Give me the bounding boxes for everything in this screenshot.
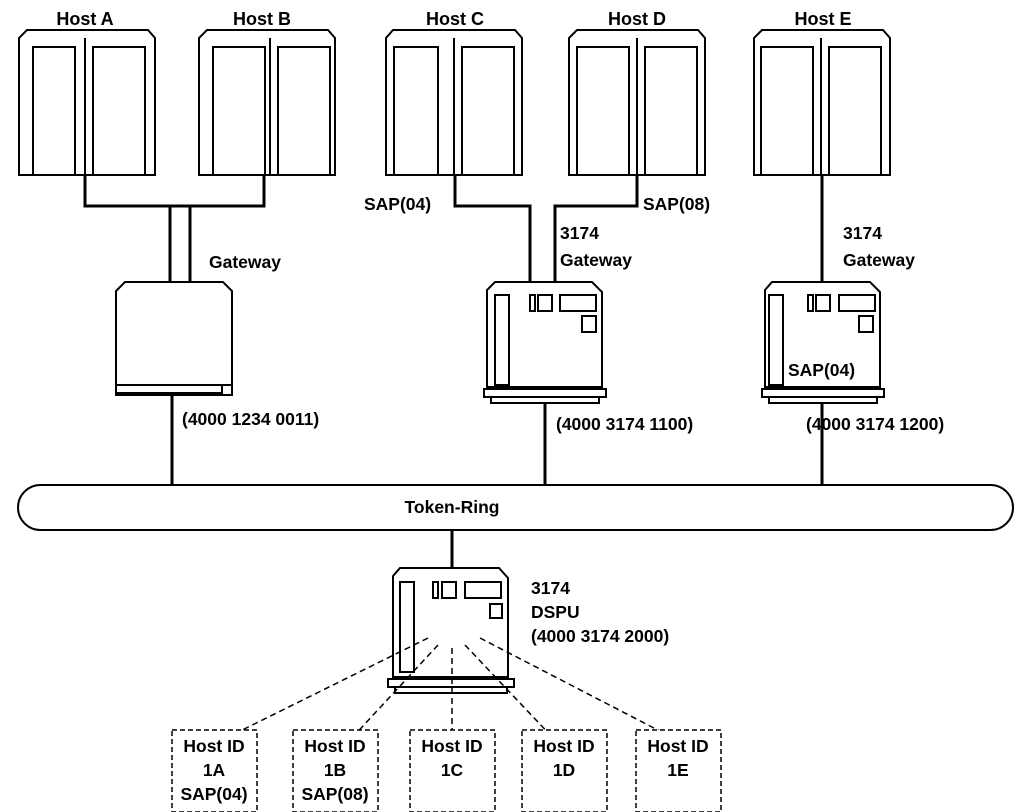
gateway-right-line1: 3174 bbox=[843, 223, 882, 243]
dspu-address: (4000 3174 2000) bbox=[531, 626, 669, 646]
host-id-1e-line1: Host ID bbox=[647, 736, 708, 756]
gateway-middle bbox=[484, 282, 606, 403]
gateway-middle-address: (4000 3174 1100) bbox=[556, 414, 693, 434]
host-e bbox=[754, 30, 890, 175]
gateway-right-sap-label: SAP(04) bbox=[788, 360, 855, 380]
host-id-1b-line3: SAP(08) bbox=[301, 784, 368, 804]
host-id-1b-line1: Host ID bbox=[304, 736, 365, 756]
host-id-1d-line1: Host ID bbox=[533, 736, 594, 756]
host-d bbox=[569, 30, 705, 175]
host-a-label: Host A bbox=[56, 9, 113, 29]
token-ring-label: Token-Ring bbox=[405, 497, 500, 517]
host-d-sap-label: SAP(08) bbox=[643, 194, 710, 214]
host-id-1a-line2: 1A bbox=[203, 760, 226, 780]
host-id-1c-line2: 1C bbox=[441, 760, 464, 780]
gateway-right bbox=[762, 282, 884, 403]
host-c-sap-label: SAP(04) bbox=[364, 194, 431, 214]
host-d-label: Host D bbox=[608, 9, 666, 29]
gateway-middle-line1: 3174 bbox=[560, 223, 599, 243]
host-a bbox=[19, 30, 155, 175]
host-id-1d-line2: 1D bbox=[553, 760, 575, 780]
gateway-right-address: (4000 3174 1200) bbox=[806, 414, 944, 434]
dspu-unit bbox=[388, 568, 514, 693]
dspu-line2: DSPU bbox=[531, 602, 580, 622]
host-b bbox=[199, 30, 335, 175]
token-ring bbox=[18, 485, 1013, 530]
host-id-1b-line2: 1B bbox=[324, 760, 346, 780]
gateway-right-line2: Gateway bbox=[843, 250, 915, 270]
host-e-label: Host E bbox=[794, 9, 851, 29]
host-links bbox=[85, 175, 822, 282]
gateway-left bbox=[116, 282, 232, 395]
host-id-1e-line2: 1E bbox=[667, 760, 688, 780]
host-id-1a-line3: SAP(04) bbox=[180, 784, 247, 804]
host-c bbox=[386, 30, 522, 175]
host-b-label: Host B bbox=[233, 9, 291, 29]
host-id-1c-line1: Host ID bbox=[421, 736, 482, 756]
gateway-left-address: (4000 1234 0011) bbox=[182, 409, 319, 429]
host-c-label: Host C bbox=[426, 9, 484, 29]
gateway-left-label: Gateway bbox=[209, 252, 281, 272]
host-id-1a-line1: Host ID bbox=[183, 736, 244, 756]
dspu-line1: 3174 bbox=[531, 578, 570, 598]
gateway-middle-line2: Gateway bbox=[560, 250, 632, 270]
